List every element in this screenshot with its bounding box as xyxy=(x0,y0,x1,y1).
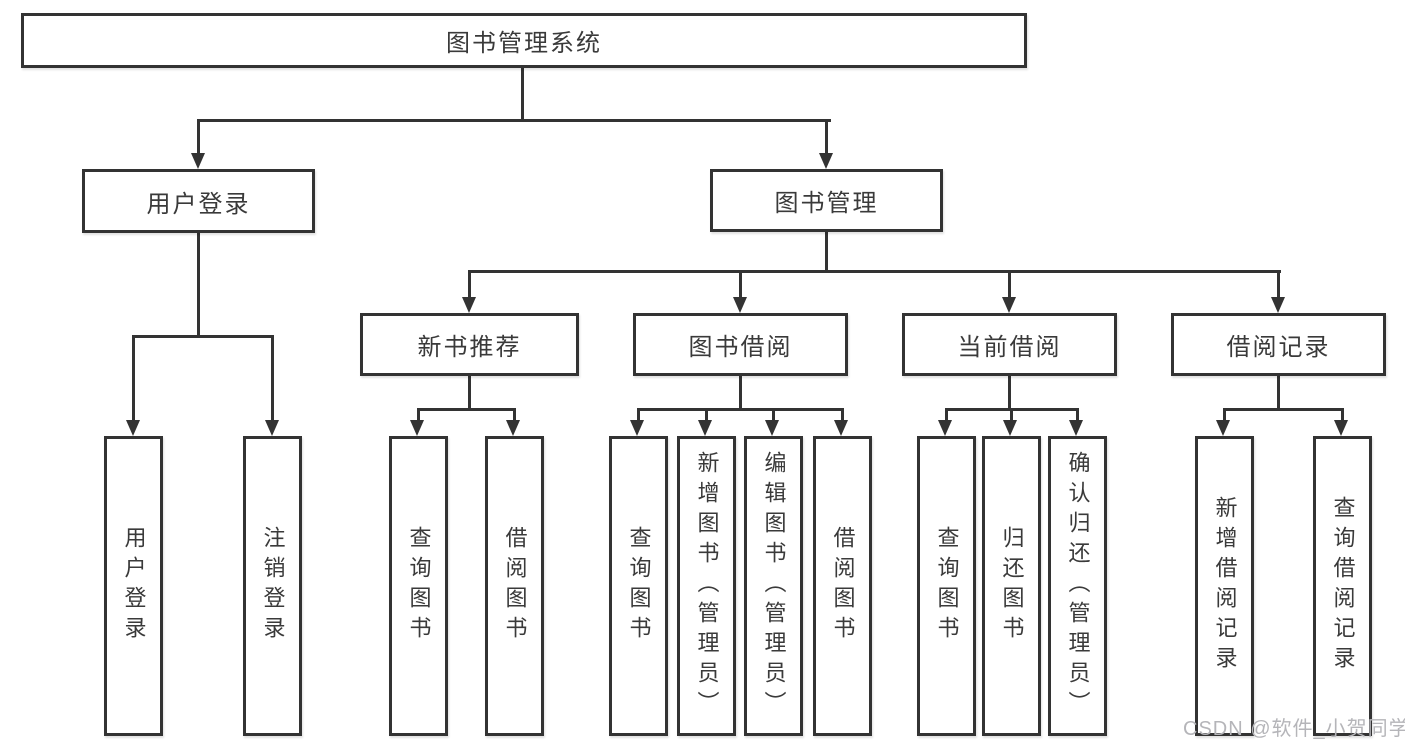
node-label: 图书管理 xyxy=(774,190,879,217)
connector-to-leaf xyxy=(705,408,708,420)
connector-to-leaf xyxy=(1076,408,1079,420)
leaf-borrow-books: 借阅图书 xyxy=(813,436,872,736)
node-label: 当前借阅 xyxy=(957,334,1062,361)
arrow-down-icon xyxy=(1216,420,1230,436)
leaf-label: 用户登录 xyxy=(121,526,147,646)
arrow-down-icon xyxy=(819,153,833,169)
connector-level3-rail xyxy=(468,270,1281,273)
leaf-query-borrow-record: 查询借阅记录 xyxy=(1313,436,1372,736)
connector-to-new-book xyxy=(468,270,471,297)
connector-rail xyxy=(637,408,844,411)
leaf-user-login: 用户登录 xyxy=(104,436,163,736)
connector-user-login-stem xyxy=(197,233,200,335)
connector-stem xyxy=(1277,376,1280,408)
arrow-down-icon xyxy=(410,420,424,436)
connector-to-leaf xyxy=(945,408,948,420)
arrow-down-icon xyxy=(938,420,952,436)
leaf-label: 借阅图书 xyxy=(830,526,856,646)
node-book-borrowing: 图书借阅 xyxy=(633,313,848,376)
leaf-label: 注销登录 xyxy=(260,526,286,646)
arrow-down-icon xyxy=(1003,420,1017,436)
leaf-query-books-current: 查询图书 xyxy=(917,436,976,736)
connector-stem xyxy=(468,376,471,408)
node-borrowing-records: 借阅记录 xyxy=(1171,313,1386,376)
connector-to-leaf xyxy=(841,408,844,420)
connector-book-mgmt-stem xyxy=(825,232,828,270)
node-label: 图书借阅 xyxy=(688,334,793,361)
leaf-label: 新增借阅记录 xyxy=(1212,496,1238,676)
leaf-add-book-admin: 新增图书（管理员） xyxy=(677,436,736,736)
arrow-down-icon xyxy=(834,420,848,436)
connector-to-leaf xyxy=(1010,408,1013,420)
node-label: 用户登录 xyxy=(146,190,251,218)
connector-to-borrow-records xyxy=(1277,270,1280,297)
arrow-down-icon xyxy=(630,420,644,436)
connector-rail xyxy=(1223,408,1344,411)
node-label: 借阅记录 xyxy=(1226,334,1331,361)
node-label: 图书管理系统 xyxy=(446,30,602,57)
connector-to-leaf xyxy=(1341,408,1344,420)
connector-level2-rail xyxy=(197,119,831,122)
arrow-down-icon xyxy=(1271,297,1285,313)
connector-to-book-borrow xyxy=(739,270,742,297)
leaf-confirm-return-admin: 确认归还（管理员） xyxy=(1048,436,1107,736)
node-library-management-system: 图书管理系统 xyxy=(21,13,1027,68)
leaf-query-books-recommend: 查询图书 xyxy=(389,436,448,736)
node-current-borrowing: 当前借阅 xyxy=(902,313,1117,376)
leaf-label: 归还图书 xyxy=(999,526,1025,646)
leaf-label: 查询借阅记录 xyxy=(1330,496,1356,676)
connector-stem xyxy=(739,376,742,408)
connector-stem xyxy=(1008,376,1011,408)
leaf-label: 新增图书（管理员） xyxy=(694,451,720,721)
leaf-label: 查询图书 xyxy=(626,526,652,646)
arrow-down-icon xyxy=(1334,420,1348,436)
leaf-query-books-borrowing: 查询图书 xyxy=(609,436,668,736)
arrow-down-icon xyxy=(265,420,279,436)
leaf-label: 借阅图书 xyxy=(502,526,528,646)
connector-to-leaf xyxy=(772,408,775,420)
arrow-down-icon xyxy=(126,420,140,436)
leaf-label: 编辑图书（管理员） xyxy=(761,451,787,721)
connector-to-book-mgmt xyxy=(825,119,828,153)
connector-to-user-login xyxy=(197,119,200,153)
leaf-borrow-books-recommend: 借阅图书 xyxy=(485,436,544,736)
connector-user-login-rail xyxy=(132,335,274,338)
arrow-down-icon xyxy=(506,420,520,436)
watermark-text: CSDN @软件_小贺同学 xyxy=(1183,718,1405,740)
node-new-book-recommend: 新书推荐 xyxy=(360,313,579,376)
leaf-logout: 注销登录 xyxy=(243,436,302,736)
node-book-management: 图书管理 xyxy=(710,169,943,232)
arrow-down-icon xyxy=(191,153,205,169)
arrow-down-icon xyxy=(698,420,712,436)
connector-root-stem xyxy=(521,68,524,119)
connector-to-leaf xyxy=(1223,408,1226,420)
leaf-return-book: 归还图书 xyxy=(982,436,1041,736)
connector-to-leaf xyxy=(132,335,135,420)
connector-to-current-borrow xyxy=(1008,270,1011,297)
connector-to-leaf xyxy=(417,408,420,420)
leaf-add-borrow-record: 新增借阅记录 xyxy=(1195,436,1254,736)
node-user-login: 用户登录 xyxy=(82,169,315,233)
arrow-down-icon xyxy=(1069,420,1083,436)
connector-to-leaf xyxy=(513,408,516,420)
arrow-down-icon xyxy=(1002,297,1016,313)
node-label: 新书推荐 xyxy=(417,334,522,361)
arrow-down-icon xyxy=(462,297,476,313)
leaf-label: 确认归还（管理员） xyxy=(1065,451,1091,721)
leaf-label: 查询图书 xyxy=(406,526,432,646)
leaf-label: 查询图书 xyxy=(934,526,960,646)
connector-to-leaf xyxy=(637,408,640,420)
leaf-edit-book-admin: 编辑图书（管理员） xyxy=(744,436,803,736)
connector-to-leaf xyxy=(271,335,274,420)
arrow-down-icon xyxy=(733,297,747,313)
arrow-down-icon xyxy=(765,420,779,436)
connector-rail xyxy=(417,408,516,411)
